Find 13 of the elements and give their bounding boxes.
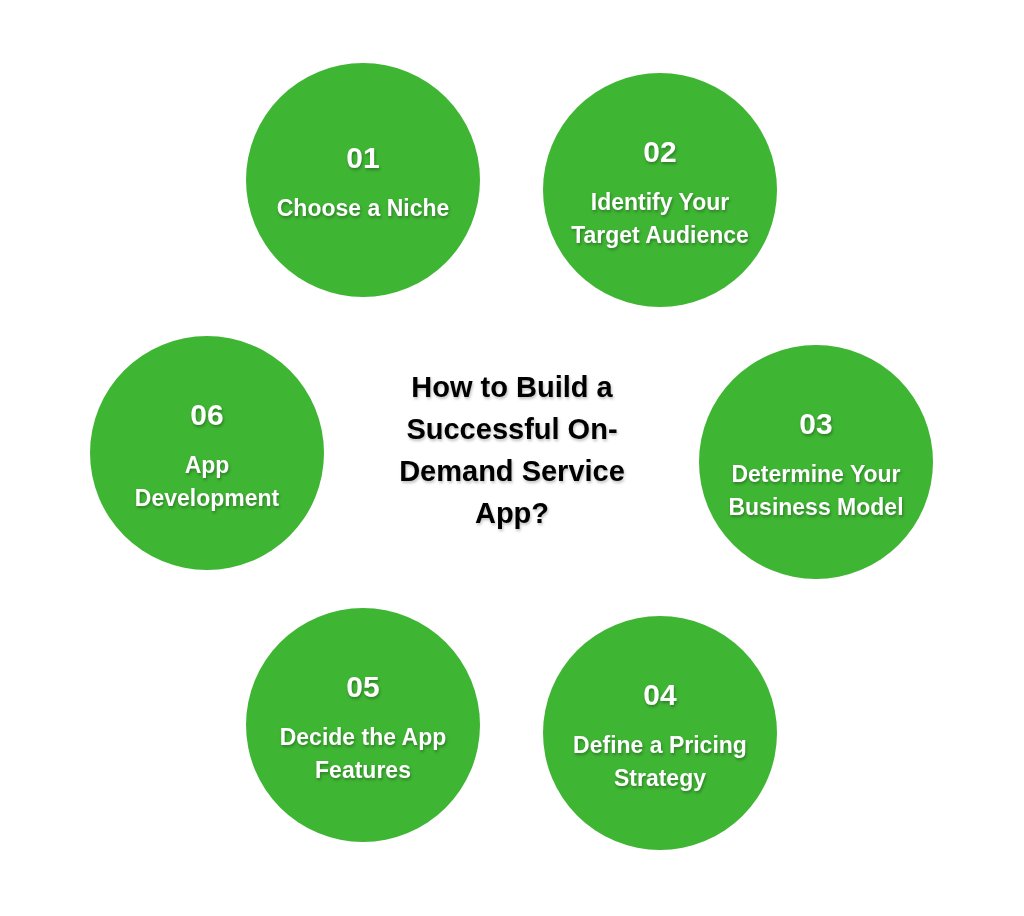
step-label: Determine Your Business Model: [727, 459, 905, 522]
step-number: 03: [799, 405, 833, 442]
step-number: 02: [643, 133, 677, 170]
step-label: Identify Your Target Audience: [570, 187, 750, 250]
step-number: 04: [643, 676, 677, 713]
step-label: Define a Pricing Strategy: [572, 730, 748, 793]
step-number: 06: [190, 396, 224, 433]
step-label: App Development: [133, 450, 281, 513]
step-number: 01: [346, 140, 380, 176]
step-label: Choose a Niche: [276, 194, 450, 223]
step-label: Decide the App Features: [278, 722, 448, 785]
diagram-title: How to Build a Successful On-Demand Service App?: [398, 370, 626, 531]
step-number: 05: [346, 668, 380, 705]
